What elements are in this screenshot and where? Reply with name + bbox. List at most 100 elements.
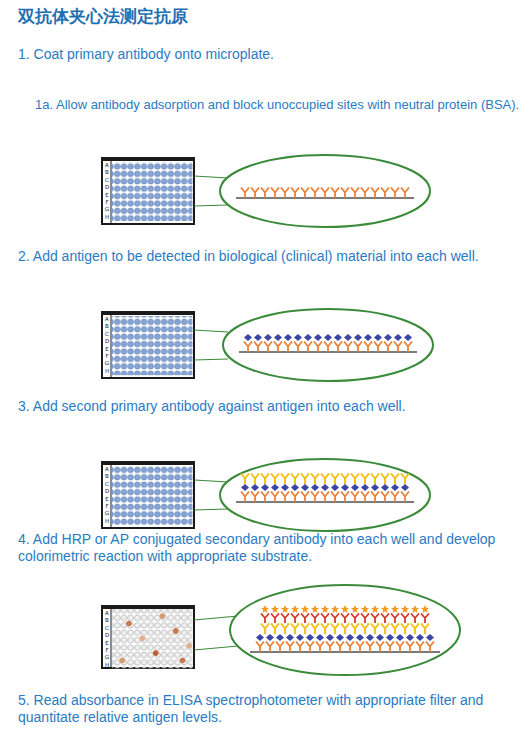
row-letter: H <box>104 368 111 374</box>
row-letter: G <box>104 360 111 366</box>
microplate <box>102 606 194 668</box>
row-letter: E <box>104 192 111 198</box>
zoom-line <box>194 616 238 620</box>
row-letter: C <box>104 481 111 487</box>
plate-strip <box>111 160 112 224</box>
row-letter: B <box>104 323 111 329</box>
row-letter: E <box>104 346 111 352</box>
row-letter: C <box>104 177 111 183</box>
layer <box>243 334 413 341</box>
well-grid <box>112 609 192 668</box>
plate-strip <box>111 314 112 378</box>
microplate <box>102 312 194 378</box>
microplate <box>102 158 194 224</box>
row-letter: B <box>104 169 111 175</box>
row-letter: D <box>104 632 111 638</box>
row-letter: F <box>104 353 111 359</box>
zoom-line <box>194 205 228 206</box>
colored-well <box>186 643 192 649</box>
row-letter: B <box>104 617 111 623</box>
row-letter: G <box>104 206 111 212</box>
zoom-ellipse <box>230 585 460 675</box>
layer <box>240 473 410 484</box>
panel <box>102 459 430 531</box>
title: 双抗体夹心法测定抗原 <box>18 5 188 28</box>
zoom-line <box>194 509 228 510</box>
panel <box>102 309 433 381</box>
layer <box>260 613 430 623</box>
colored-well <box>153 650 159 656</box>
layer <box>255 641 435 652</box>
well-grid <box>112 162 192 221</box>
zoom-line <box>194 480 228 482</box>
capture-antibody-row <box>240 187 410 198</box>
plate-strip <box>111 464 112 528</box>
zoom-line <box>194 330 228 332</box>
plate-edge <box>102 312 194 315</box>
well-grid <box>112 466 192 525</box>
colored-well <box>173 628 179 634</box>
capture-antibody-row <box>243 341 413 352</box>
panel <box>102 585 460 675</box>
row-letter: C <box>104 625 111 631</box>
colored-well <box>119 658 125 664</box>
step-text: 5. Read absorbance in ELISA spectrophoto… <box>18 692 523 726</box>
layer <box>240 491 410 502</box>
detection-antibody-row <box>240 473 410 484</box>
zoom-line <box>194 359 228 360</box>
row-letter: A <box>104 610 111 616</box>
row-letter: B <box>104 473 111 479</box>
panel <box>102 155 430 227</box>
layer <box>255 634 435 641</box>
row-letter: A <box>104 466 111 472</box>
row-letter: F <box>104 647 111 653</box>
colored-well <box>180 658 186 664</box>
step-text: 1a. Allow antibody adsorption and block … <box>35 97 525 113</box>
row-letter: H <box>104 662 111 668</box>
zoom-line <box>194 176 228 178</box>
plate-edge <box>102 462 194 465</box>
layer <box>260 605 430 613</box>
row-letter: A <box>104 316 111 322</box>
capture-antibody-row <box>255 641 435 652</box>
capture-antibody-row <box>240 491 410 502</box>
step-text: 1. Coat primary antibody onto microplate… <box>18 46 523 63</box>
detection-antibody-row <box>260 623 430 634</box>
colored-well <box>160 613 166 619</box>
antigen-row <box>243 334 413 341</box>
layer <box>243 341 413 352</box>
colored-well <box>140 636 146 642</box>
plate-edge <box>102 158 194 161</box>
step-text: 3. Add second primary antibody against a… <box>18 398 523 415</box>
row-letter: H <box>104 214 111 220</box>
step-text: 2. Add antigen to be detected in biologi… <box>18 248 523 265</box>
plate-edge <box>102 606 194 609</box>
well-grid <box>112 316 192 375</box>
microplate <box>102 462 194 528</box>
row-letter: G <box>104 654 111 660</box>
plate-strip <box>111 608 112 668</box>
zoom-line <box>194 646 238 650</box>
zoom-ellipse <box>220 155 430 227</box>
row-letter: F <box>104 503 111 509</box>
antigen-row <box>255 634 435 641</box>
zoom-ellipse <box>223 309 433 381</box>
row-letter: F <box>104 199 111 205</box>
row-letter: E <box>104 640 111 646</box>
row-letter: A <box>104 162 111 168</box>
enzyme-row <box>260 605 430 613</box>
row-letter: C <box>104 331 111 337</box>
colored-well <box>126 621 132 627</box>
row-letter: D <box>104 184 111 190</box>
step-text: 4. Add HRP or AP conjugated secondary an… <box>18 531 523 565</box>
antigen-row <box>240 484 410 491</box>
row-letter: D <box>104 488 111 494</box>
row-letter: G <box>104 510 111 516</box>
zoom-ellipse <box>220 459 430 531</box>
layer <box>260 623 430 634</box>
row-letter: E <box>104 496 111 502</box>
layer <box>240 484 410 491</box>
row-letter: D <box>104 338 111 344</box>
row-letter: H <box>104 518 111 524</box>
secondary-antibody-row <box>260 613 430 623</box>
